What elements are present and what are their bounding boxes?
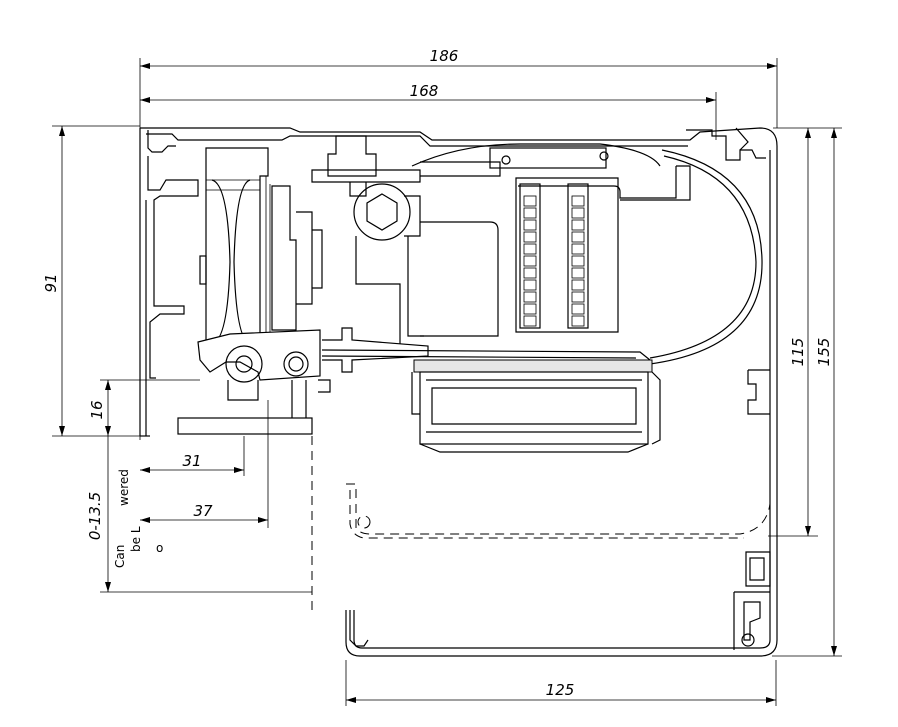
motor-unit — [321, 143, 763, 365]
dim-right-total-height: 155 — [815, 338, 833, 367]
note-wered: wered — [117, 469, 131, 506]
dimension-lines — [52, 58, 842, 706]
side-notes: Can be L wered o — [113, 469, 163, 568]
dim-adjust-range: 0-13.5 — [86, 492, 104, 540]
dim-offset-a: 31 — [182, 452, 201, 470]
roller-assembly — [199, 147, 323, 345]
terminal-cells — [523, 195, 585, 327]
dashed-lowered-position — [311, 436, 771, 612]
note-circle: o — [156, 541, 163, 555]
pivot-bracket — [177, 327, 429, 435]
dim-right-inner-height: 115 — [789, 338, 807, 367]
dim-offset-b: 37 — [193, 502, 213, 520]
housing-profile — [139, 127, 778, 657]
dim-lower-height: 16 — [88, 400, 106, 419]
dim-inner-width: 168 — [410, 82, 439, 100]
dimension-labels: 186 168 91 16 0-13.5 31 37 115 155 125 — [42, 47, 833, 699]
note-can: Can — [113, 545, 127, 568]
top-fitting — [311, 135, 499, 344]
dim-left-height: 91 — [42, 273, 60, 292]
note-be: be L — [129, 526, 143, 552]
transformer-box — [411, 359, 661, 453]
dim-overall-width: 186 — [430, 47, 459, 65]
dim-bottom-width: 125 — [546, 681, 575, 699]
